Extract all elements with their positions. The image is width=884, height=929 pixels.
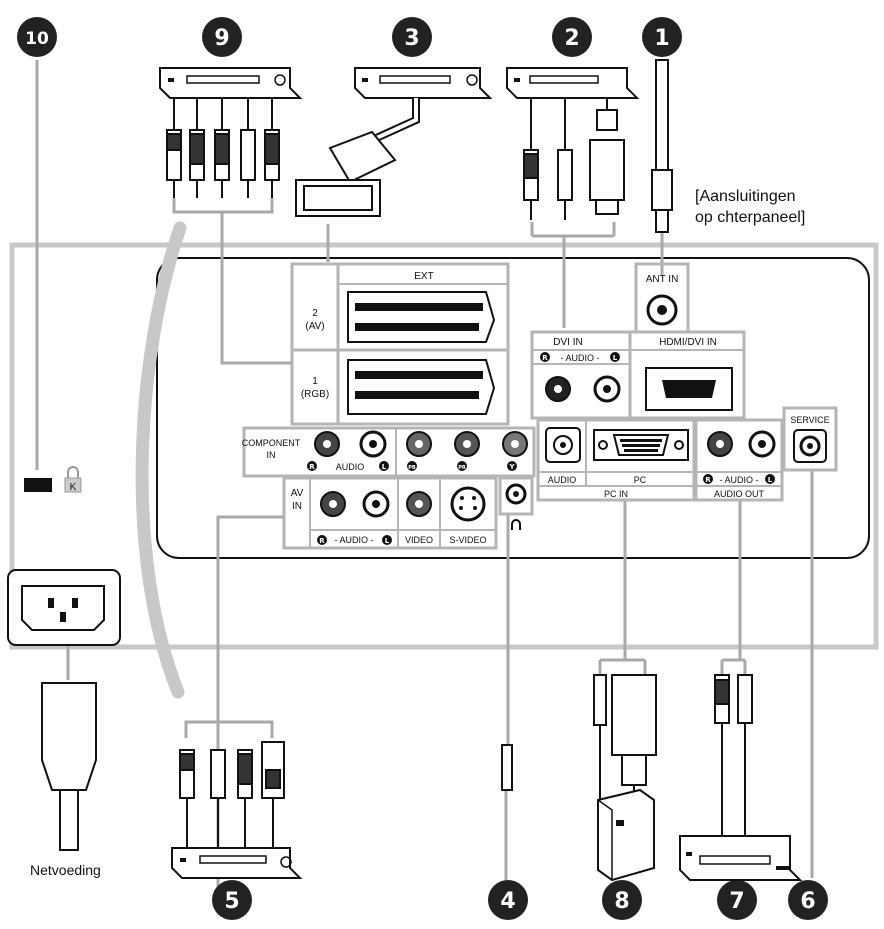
dvi-r-mark: R <box>542 354 548 362</box>
component-l-mark: L <box>382 463 387 471</box>
av-in-block: AV IN R - AUDIO - L VIDEO S-VIDEO <box>282 476 498 550</box>
rear-panel-note-line-1: [Aansluitingen <box>695 188 796 205</box>
scart1-socket <box>347 359 496 415</box>
component-in-label-1: COMPONENT <box>242 438 301 448</box>
callout-1 <box>642 17 682 57</box>
headphone-plug-4 <box>501 744 513 791</box>
hdmi-dvi-in-label: HDMI/DVI IN <box>659 337 717 348</box>
scart1-number: 1 <box>312 376 318 387</box>
power-socket <box>7 569 121 646</box>
service-label: SERVICE <box>790 415 829 425</box>
dvi-in-label: DVI IN <box>553 337 582 348</box>
s-video-label: S-VIDEO <box>449 535 486 545</box>
dvi-audio-label: - AUDIO - <box>560 353 599 363</box>
callout-7-label: 7 <box>729 889 744 914</box>
vcr-device-3 <box>354 67 493 99</box>
pc-tower-device-8 <box>597 788 655 882</box>
callout-9-label: 9 <box>214 26 229 51</box>
callout-5 <box>212 880 252 920</box>
callout-10-label: 10 <box>25 29 49 49</box>
pc-in-label: PC IN <box>604 489 628 499</box>
av-l-mark: L <box>385 537 390 545</box>
scart2-number: 2 <box>312 308 318 319</box>
callout-9 <box>202 17 242 57</box>
ext-scart-block: EXT 2 (AV) 1 (RGB) <box>290 262 510 426</box>
scart2-type: (AV) <box>305 321 324 332</box>
component-pb-label: PB <box>408 465 416 471</box>
rear-panel-note-line-2: op chterpaneel] <box>695 209 806 226</box>
scart1-type: (RGB) <box>301 389 329 400</box>
callout-8 <box>602 880 642 920</box>
ant-in-block: ANT IN <box>634 262 690 334</box>
audio-out-l-mark: L <box>768 476 773 484</box>
callout-3 <box>392 17 432 57</box>
av-in-label-2: IN <box>292 501 302 512</box>
antenna-cable-1 <box>651 59 673 233</box>
av-r-mark: R <box>319 537 325 545</box>
ant-in-jack <box>646 294 678 326</box>
av-cables-5 <box>179 741 285 848</box>
power-cable-arc <box>135 221 187 699</box>
video-label: VIDEO <box>405 535 433 545</box>
callout-2 <box>552 17 592 57</box>
component-pr-label: PR <box>458 465 466 471</box>
callout-4-label: 4 <box>500 889 515 914</box>
audio-out-label: AUDIO OUT <box>714 489 765 499</box>
component-y-label: Y <box>508 463 515 471</box>
power-supply-label: Netvoeding <box>30 862 101 878</box>
av-in-label-1: AV <box>291 488 304 499</box>
hdmi-port <box>662 380 716 398</box>
pc-label: PC <box>634 475 647 485</box>
kensington-slot <box>24 478 52 492</box>
callout-4 <box>488 880 528 920</box>
pc-audio-label: AUDIO <box>548 475 577 485</box>
callout-6 <box>788 880 828 920</box>
audio-out-r-mark: R <box>705 476 711 484</box>
scart-cable-3 <box>295 98 420 217</box>
av-audio-label: - AUDIO - <box>334 535 373 545</box>
headphone-icon <box>511 519 521 530</box>
vcr-device-9 <box>159 67 303 99</box>
av-cables-2 <box>523 98 625 220</box>
pc-in-block: AUDIO PC PC IN <box>536 418 696 502</box>
dvi-hdmi-block: DVI IN R - AUDIO - L HDMI/DVI IN <box>530 330 746 420</box>
callout-10 <box>17 17 57 57</box>
callout-1-label: 1 <box>654 26 669 51</box>
callout-6-label: 6 <box>800 889 815 914</box>
ant-in-label: ANT IN <box>646 274 679 285</box>
audio-cables-7 <box>714 674 753 836</box>
callout-5-label: 5 <box>224 889 239 914</box>
audio-out-block: R - AUDIO - L AUDIO OUT <box>694 418 784 502</box>
vcr-device-5 <box>171 847 303 879</box>
component-audio-label: AUDIO <box>336 462 365 472</box>
callout-8-label: 8 <box>614 889 629 914</box>
callout-markers: 1 2 3 4 5 6 7 8 9 10 <box>17 17 828 920</box>
component-in-block: COMPONENT IN R AUDIO L PB PR Y <box>242 426 536 478</box>
callout-7 <box>717 880 757 920</box>
component-in-label-2: IN <box>267 450 276 460</box>
service-block: SERVICE <box>782 406 838 472</box>
rear-panel-note: [Aansluitingen op chterpaneel] <box>695 186 805 228</box>
tv-rear-body <box>156 257 870 559</box>
ext-label: EXT <box>414 271 433 282</box>
kensington-letter: K <box>70 482 77 493</box>
scart2-socket <box>347 291 496 343</box>
amplifier-device-7 <box>679 835 803 881</box>
pc-cables-8 <box>593 674 657 800</box>
power-plug <box>41 682 97 851</box>
dvi-l-mark: L <box>613 354 618 362</box>
s-video-jack <box>450 486 486 522</box>
rca-cables-9 <box>166 98 280 198</box>
callout-2-label: 2 <box>564 26 579 51</box>
back-panel-frame <box>9 242 879 650</box>
vcr-device-2 <box>506 67 640 99</box>
component-r-mark: R <box>309 463 315 471</box>
headphone-block <box>498 476 534 530</box>
kensington-lock-icon: K <box>64 466 82 493</box>
callout-3-label: 3 <box>404 26 419 51</box>
audio-out-lr-label: - AUDIO - <box>719 475 758 485</box>
